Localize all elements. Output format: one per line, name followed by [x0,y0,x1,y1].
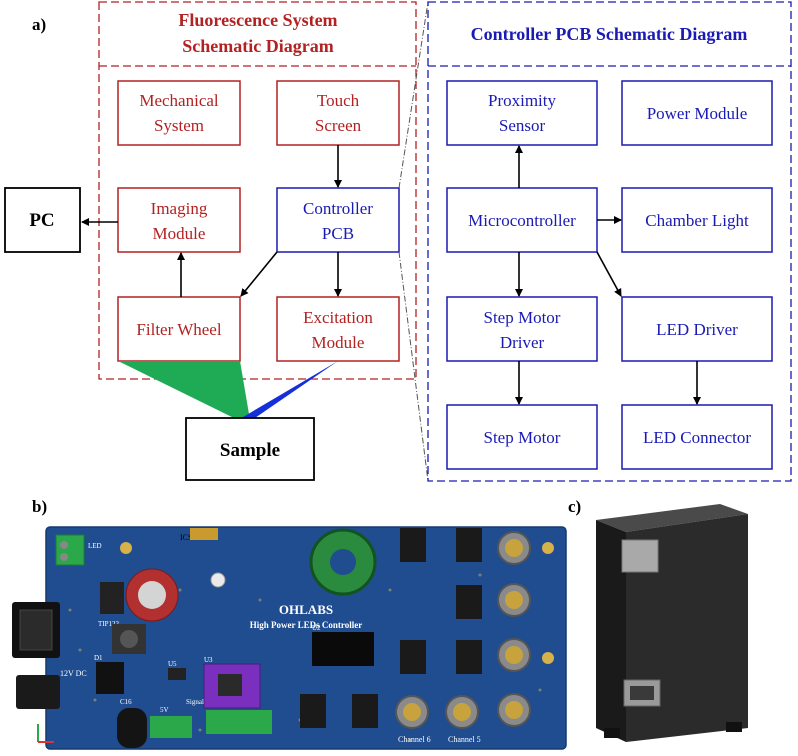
panel-c-label: c) [568,497,581,516]
sample-label: Sample [220,440,280,461]
fluorescence-title-line2: Schematic Diagram [182,36,333,56]
connector [400,528,426,562]
block-sample: Sample [185,417,315,481]
block-filter-wheel: Filter Wheel [117,296,241,362]
block-controller-pcb: Controller PCB [276,187,400,253]
block-mechanical-system: Mechanical System [117,80,241,146]
block-controller-line2: PCB [322,224,354,243]
dc-jack [16,675,60,709]
connector [352,694,378,728]
transistor [100,582,124,614]
emission-beam-green [118,361,250,420]
block-filter-line1: Filter Wheel [136,320,221,339]
terminal-signal [206,710,272,734]
fluorescence-frame [98,1,417,380]
block-pc: PC [4,187,81,253]
fluorescence-title-line1: Fluorescence System [178,10,337,30]
enclosure-foot [726,722,742,732]
block-excitation-module: Excitation Module [276,296,400,362]
arrow-controller-to-filter [240,251,278,297]
transistor-label: TIP122 [98,620,120,628]
controller-frame [427,1,792,482]
mount-hole [120,542,132,554]
panel-b-label: b) [32,497,47,516]
reset-button [210,572,226,588]
block-ledconn-line1: LED Connector [643,428,751,447]
block-touch-screen: Touch Screen [276,80,400,146]
dc-jack-label: 12V DC [60,669,87,678]
excitation-beam-blue [238,361,338,420]
connector [456,640,482,674]
block-chamber-light: Chamber Light [621,187,773,253]
enclosure-foot [604,728,620,738]
block-touch-line1: Touch [317,91,360,110]
block-controller-line1: Controller [303,199,373,218]
connector [400,640,426,674]
block-power-line1: Power Module [647,104,748,123]
capacitor-c16 [117,708,147,748]
terminal-5v [150,716,192,738]
enclosure-side-left [596,520,626,742]
zoom-line-bottom [398,251,429,482]
channel-5-label: Channel 5 [448,735,481,744]
block-led-connector: LED Connector [621,404,773,470]
block-microcontroller: Microcontroller [446,187,598,253]
block-stepdriver-line2: Driver [500,333,545,352]
block-stepdriver-line1: Step Motor [484,308,561,327]
mount-hole [542,542,554,554]
block-micro-line1: Microcontroller [468,211,576,230]
terminal-5v-label: 5V [160,706,169,714]
block-imaging-line1: Imaging [151,199,208,218]
block-imaging-line2: Module [153,224,206,243]
mount-hole [542,652,554,664]
block-touch-line2: Screen [315,116,362,135]
display-u2-label: U2 [312,624,321,632]
controller-title: Controller PCB Schematic Diagram [471,24,748,44]
icsp-header [190,528,218,540]
led-terminal [55,534,85,566]
connector [300,694,326,728]
block-mechanical-line1: Mechanical [139,91,219,110]
block-proximity-line1: Proximity [488,91,557,110]
capacitor-c16-label: C16 [120,698,132,706]
chip-u5-label: D1 [94,654,103,662]
block-led-driver: LED Driver [621,296,773,362]
pcb-brand: OHLABS [279,602,333,617]
power-switch-rocker [19,609,53,651]
block-step-motor-driver: Step Motor Driver [446,296,598,362]
enclosure-top [596,504,748,532]
block-proximity-line2: Sensor [499,116,546,135]
block-excitation-line1: Excitation [303,308,373,327]
block-stepmotor-line1: Step Motor [484,428,561,447]
arrow-micro-to-leddriver [596,251,622,297]
block-chamber-line1: Chamber Light [645,211,749,230]
enclosure-photo [596,504,748,742]
pcb-subtitle: High Power LEDs Controller [250,620,362,630]
terminal-signal-label: Signal [186,698,204,706]
zoom-line-top [398,1,429,189]
pcb-photo: 12V DC LED TIP122 D1 C16 ICSP OHLABS Hig… [12,526,567,750]
led-terminal-label: LED [88,542,102,550]
chip-u5 [96,662,124,694]
block-step-motor: Step Motor [446,404,598,470]
panel-a-label: a) [32,15,46,34]
diode-d1 [168,668,186,680]
block-leddriver-line1: LED Driver [656,320,738,339]
connector [456,528,482,562]
block-power-module: Power Module [621,80,773,146]
diode-d1-label: U5 [168,660,177,668]
stepper-driver-u3-label: U3 [204,656,213,664]
block-imaging-module: Imaging Module [117,187,241,253]
block-proximity-sensor: Proximity Sensor [446,80,598,146]
display-u2 [312,632,374,666]
channel-6-label: Channel 6 [398,735,431,744]
icsp-label: ICSP [180,533,197,542]
enclosure-window [621,539,659,573]
connector [456,585,482,619]
block-excitation-line2: Module [312,333,365,352]
pc-label: PC [29,210,54,231]
block-mechanical-line2: System [154,116,204,135]
